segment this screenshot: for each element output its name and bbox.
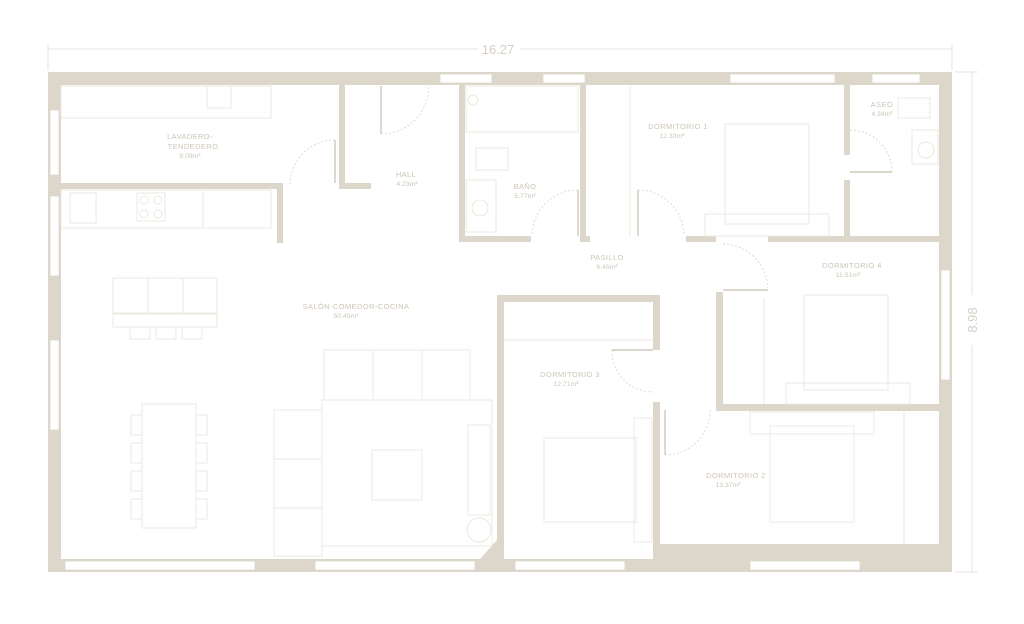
room-name-dormitorio2: DORMITORIO 2	[706, 471, 766, 480]
room-name-salon: SALÓN-COMEDOR-COCINA	[303, 302, 410, 311]
room-name-dormitorio3: DORMITORIO 3	[540, 370, 600, 379]
room-name-dormitorio4: DORMITORIO 4	[822, 261, 882, 270]
room-name-lavadero-line2: TENDEDERO	[168, 142, 219, 151]
room-name-hall: HALL	[396, 170, 416, 179]
windows	[49, 73, 951, 571]
dimension-height: 8.98	[955, 71, 980, 573]
room-label-dormitorio3: DORMITORIO 3 12.71m²	[540, 370, 600, 388]
walls	[48, 72, 952, 572]
doors	[289, 85, 893, 456]
room-area-lavadero: 9.09m²	[179, 153, 201, 160]
dimension-width-label: 16.27	[482, 42, 515, 57]
room-area-aseo: 4.34m²	[871, 111, 893, 118]
room-name-dormitorio1: DORMITORIO 1	[648, 122, 708, 131]
room-label-pasillo: PASILLO 6.45m²	[590, 253, 624, 271]
room-area-dormitorio4: 11.51m²	[836, 272, 861, 279]
room-label-aseo: ASEO 4.34m²	[871, 100, 894, 118]
room-name-aseo: ASEO	[871, 100, 893, 109]
room-label-lavadero: LAVADERO- TENDEDERO 9.09m²	[167, 132, 218, 160]
room-area-pasillo: 6.45m²	[596, 264, 618, 271]
dimension-height-label: 8.98	[965, 307, 980, 332]
room-label-hall: HALL 4.23m²	[396, 170, 418, 188]
room-label-dormitorio1: DORMITORIO 1 12.33m²	[648, 122, 708, 140]
room-area-hall: 4.23m²	[396, 181, 418, 188]
room-label-dormitorio4: DORMITORIO 4 11.51m²	[822, 261, 882, 279]
room-area-dormitorio1: 12.33m²	[660, 133, 686, 140]
room-area-bano: 5.77m²	[514, 193, 536, 200]
room-area-dormitorio2: 13.37m²	[716, 482, 742, 489]
room-name-lavadero-line1: LAVADERO-	[167, 132, 213, 141]
room-name-pasillo: PASILLO	[590, 253, 624, 262]
furniture	[60, 85, 939, 557]
room-label-bano: BAÑO 5.77m²	[514, 182, 537, 200]
room-area-salon: 50.49m²	[334, 313, 360, 320]
room-label-dormitorio2: DORMITORIO 2 13.37m²	[706, 471, 766, 489]
room-area-dormitorio3: 12.71m²	[554, 381, 580, 388]
dimension-width: 16.27	[47, 42, 953, 70]
room-name-bano: BAÑO	[514, 182, 537, 191]
room-label-salon: SALÓN-COMEDOR-COCINA 50.49m²	[303, 302, 410, 320]
